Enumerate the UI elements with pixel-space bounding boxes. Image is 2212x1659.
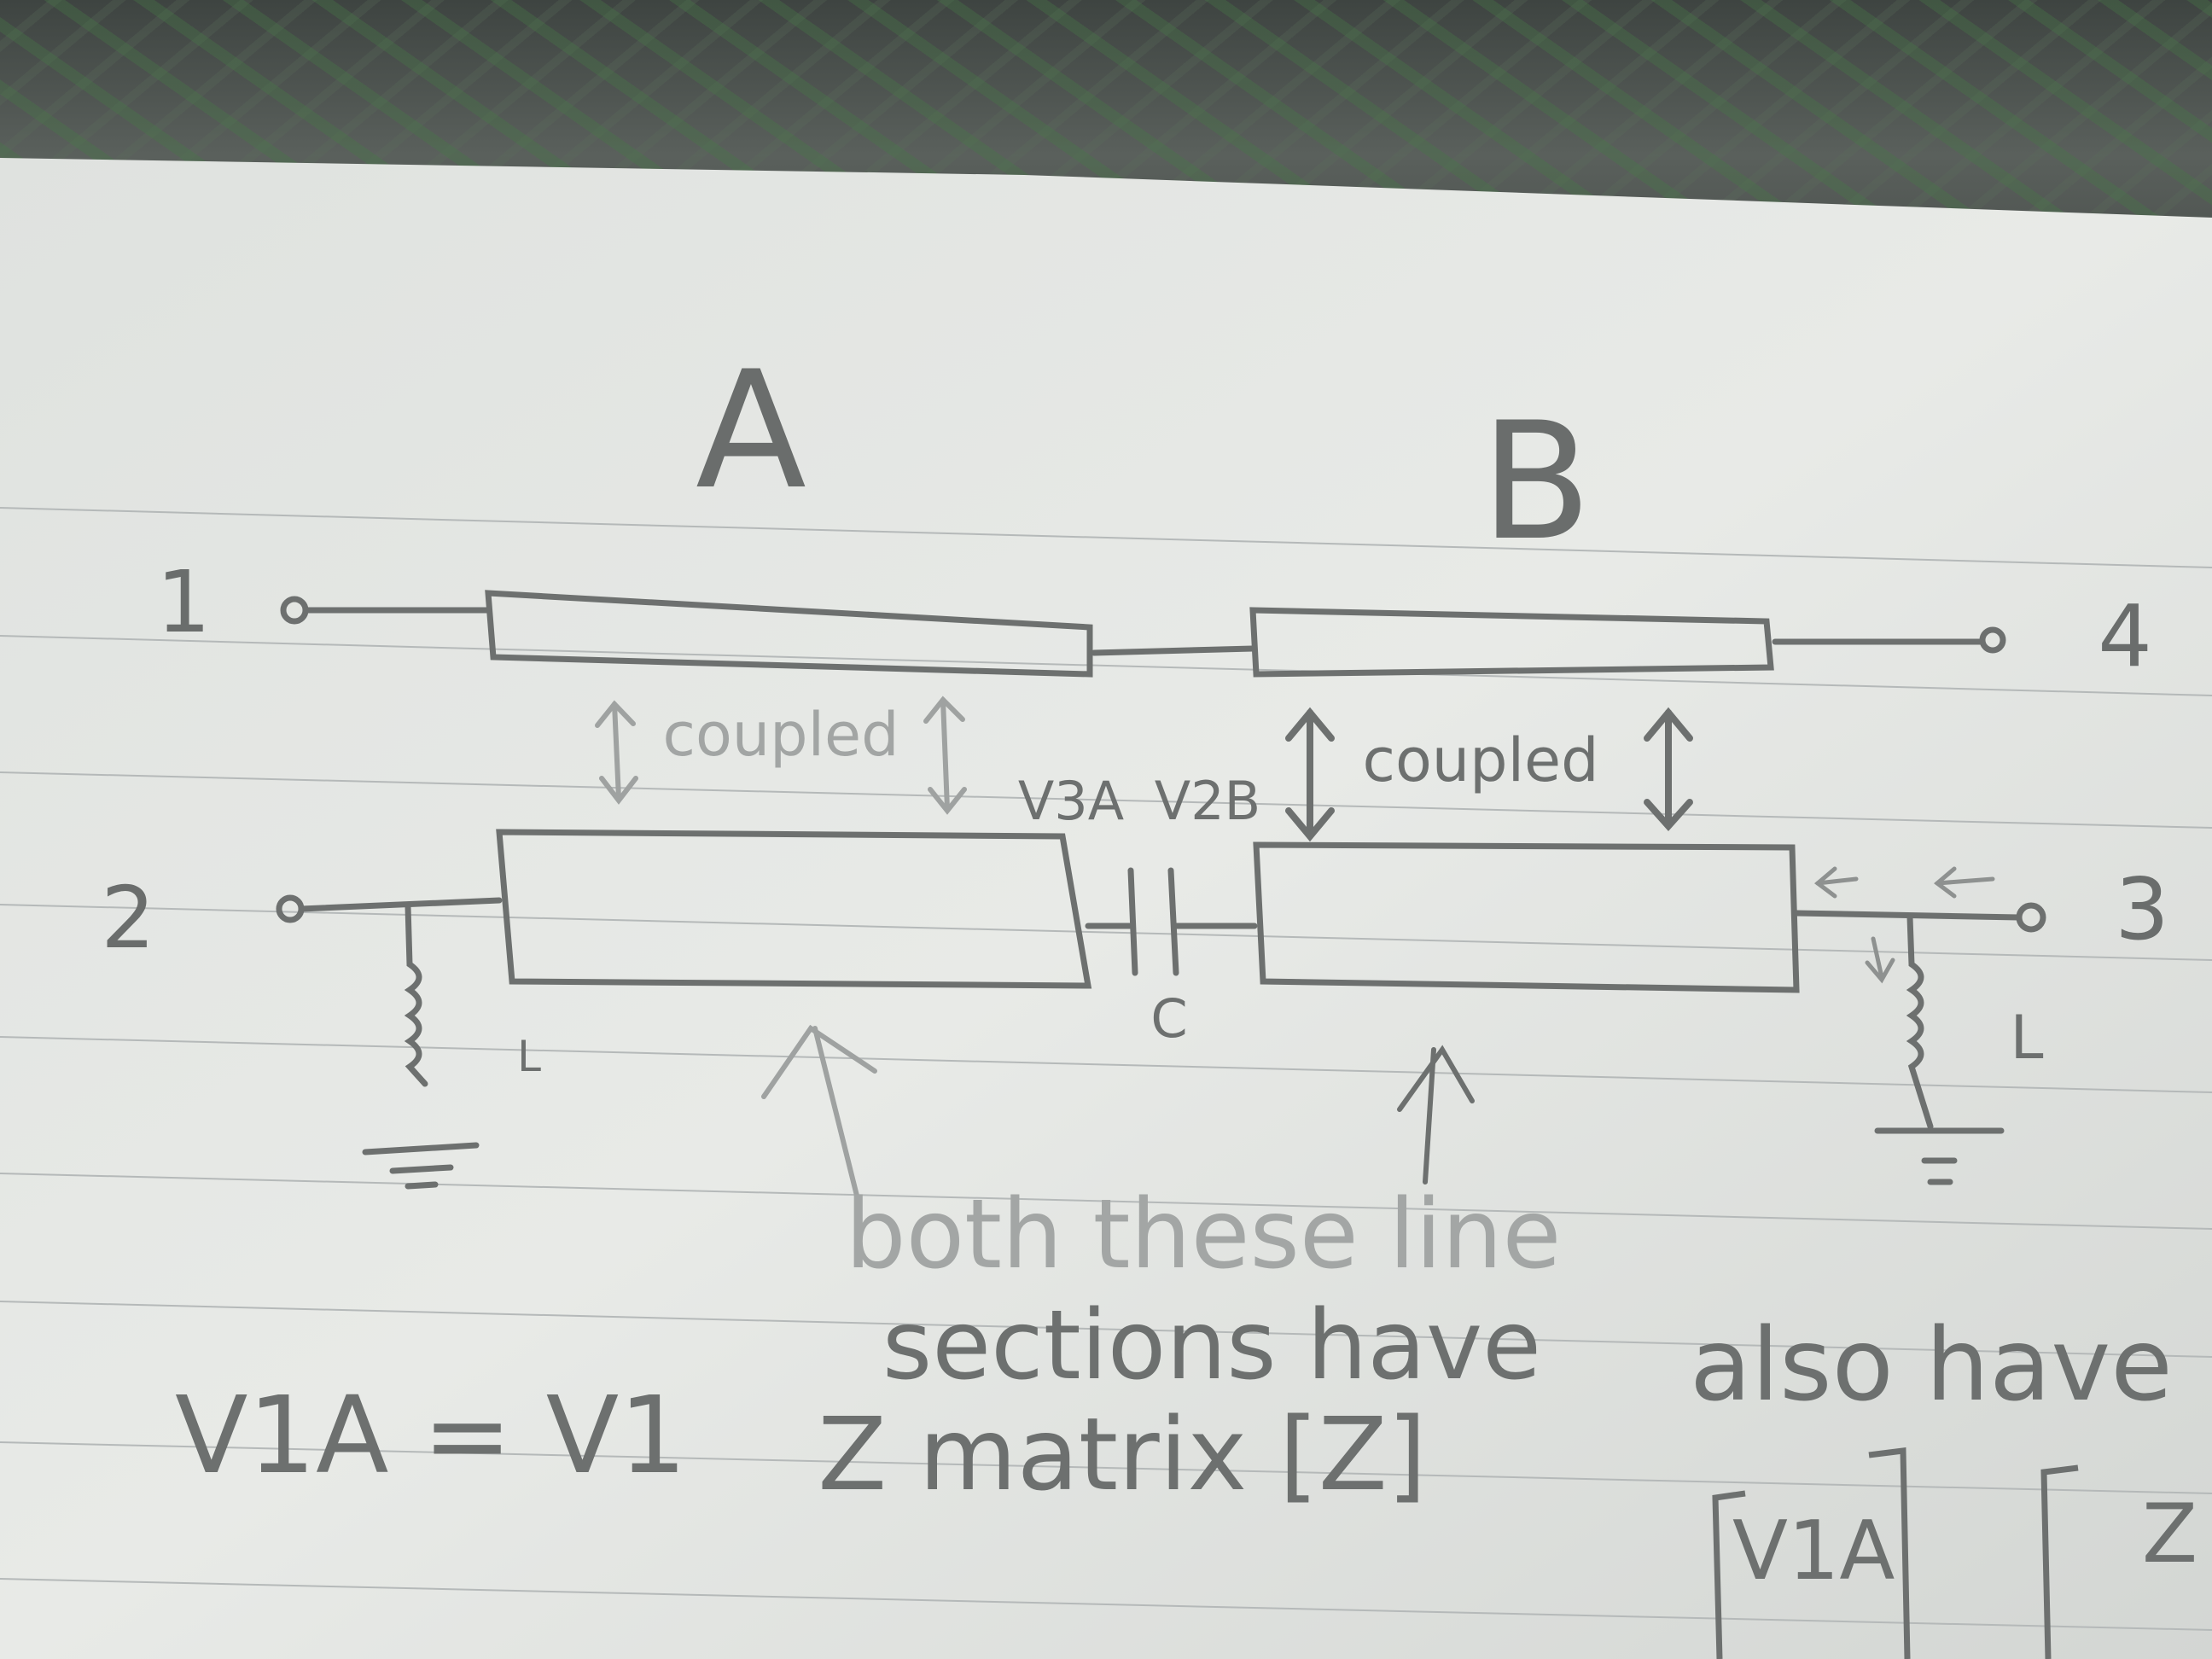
paper-sheet — [0, 158, 2212, 1659]
ruled-lines — [0, 507, 2212, 1631]
left-ground — [362, 1142, 480, 1155]
coupled-label-b: coupled — [1362, 725, 1598, 795]
right-inductor — [1906, 914, 1934, 1130]
note-line-1: both these line — [846, 1179, 1562, 1290]
capacitor-plate-1 — [1127, 867, 1138, 976]
line-section-b-bottom — [1253, 841, 1800, 993]
port-4-label: 4 — [2098, 586, 2152, 686]
port-3-label: 3 — [2115, 859, 2169, 959]
inductor-label-right: L — [2011, 1003, 2044, 1073]
equation-v1a: V1A = V1 — [175, 1374, 687, 1498]
line-section-a-bottom — [496, 829, 1092, 989]
capacitor-plate-2 — [1167, 867, 1179, 976]
port-1-label: 1 — [156, 552, 211, 652]
matrix-brackets — [1712, 1447, 2079, 1659]
also-have-note: also have — [1690, 1306, 2173, 1423]
matrix-z: Z — [2142, 1487, 2197, 1581]
line-section-b-top — [1249, 607, 1774, 678]
inductor-label-left: L — [517, 1032, 541, 1081]
coupled-label-a: coupled — [662, 700, 899, 770]
section-b-label: B — [1481, 387, 1592, 576]
port-2-label: 2 — [101, 868, 155, 968]
coupling-arrows — [595, 696, 1995, 1202]
left-inductor — [404, 903, 428, 1087]
capacitor-label: C — [1150, 987, 1187, 1050]
line-section-a-top — [485, 590, 1093, 678]
circuit-drawing — [276, 590, 2046, 1190]
note-line-2: sections have — [882, 1290, 1541, 1401]
matrix-v1a: V1A — [1732, 1505, 1895, 1598]
note-line-3: Z matrix [Z] — [818, 1395, 1426, 1513]
section-a-label: A — [696, 336, 806, 525]
v2b-label: V2B — [1155, 770, 1260, 832]
v3a-label: V3A — [1018, 770, 1124, 832]
